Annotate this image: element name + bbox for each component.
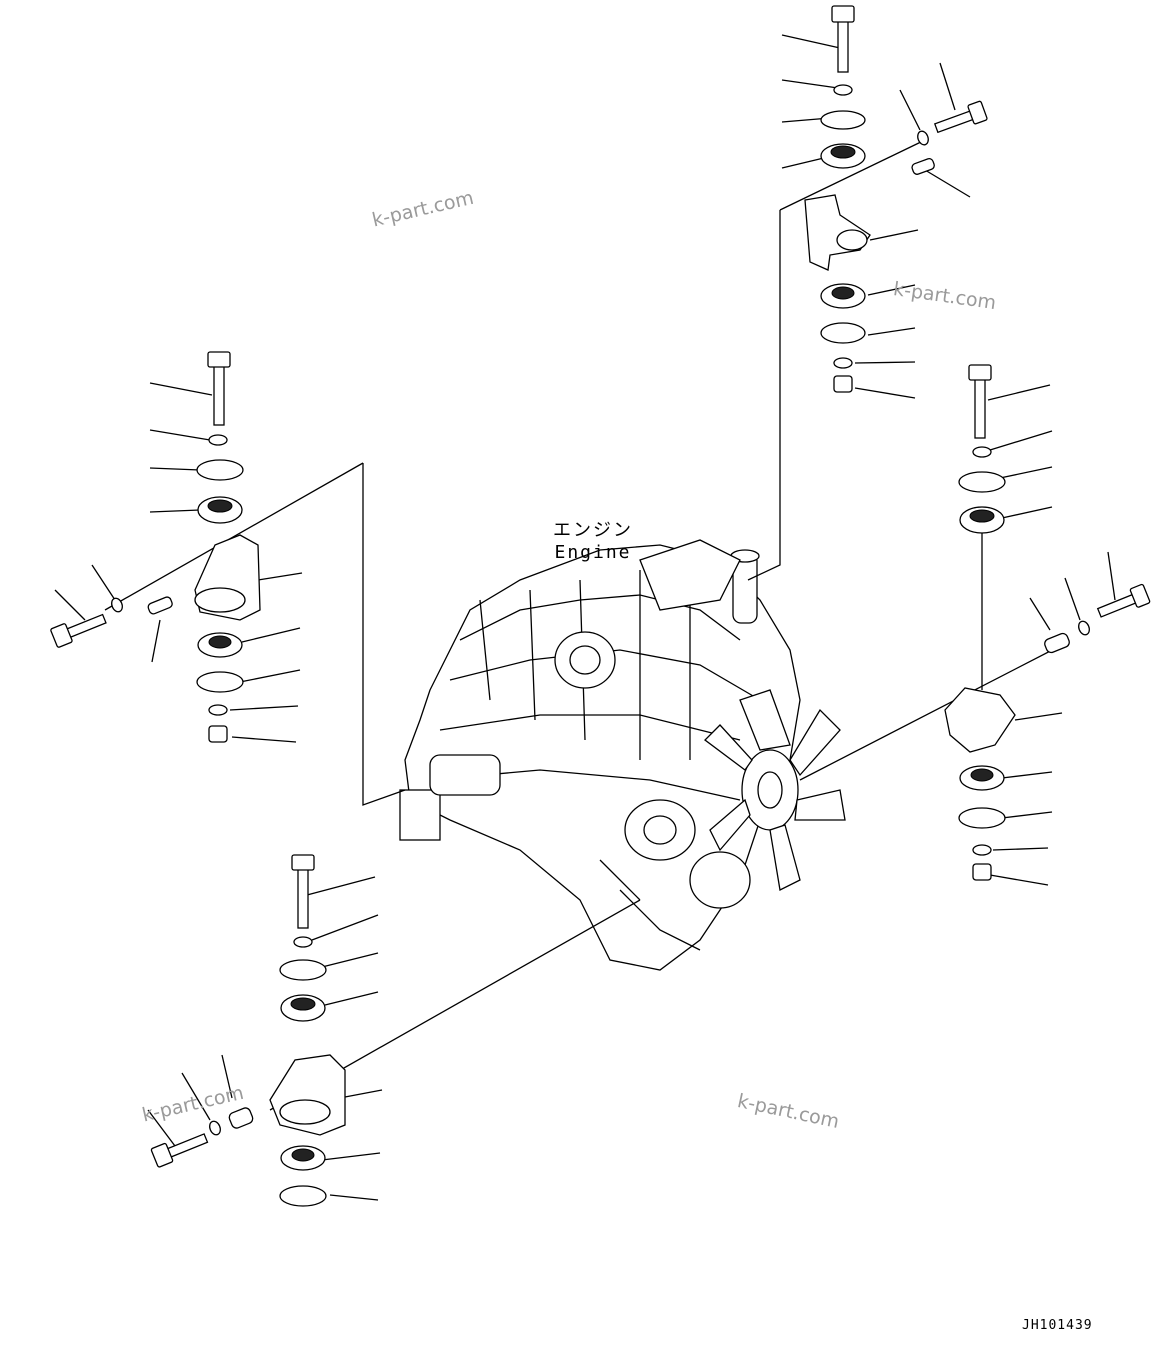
mount-stack-bottom xyxy=(150,854,346,1207)
washer-small xyxy=(833,357,853,369)
side-bolt xyxy=(933,100,988,134)
callout-lines xyxy=(54,34,1116,1201)
washer-small xyxy=(293,936,313,948)
side-bolt xyxy=(150,1133,209,1168)
fan xyxy=(704,689,846,891)
drawing-code: JH101439 xyxy=(1022,1318,1093,1333)
washer-small xyxy=(209,1120,221,1136)
nut xyxy=(972,863,992,881)
washer-small xyxy=(972,446,992,458)
collar xyxy=(911,158,935,175)
collar xyxy=(1044,632,1070,654)
washer-small xyxy=(833,84,853,96)
bolt xyxy=(213,364,225,426)
plate-washer xyxy=(958,471,1006,493)
mount-stack-left xyxy=(50,351,261,743)
engine-label: エンジン Engine xyxy=(548,520,638,564)
mount-stack-top-right xyxy=(804,5,988,393)
washer-small xyxy=(1078,620,1090,636)
engine-label-jp: エンジン xyxy=(553,520,633,541)
bolt xyxy=(837,19,849,73)
plate-washer xyxy=(196,459,244,481)
bracket xyxy=(944,687,1016,753)
collar xyxy=(147,596,173,615)
nut xyxy=(208,725,228,743)
plate-washer xyxy=(196,671,244,693)
plate-washer xyxy=(279,1185,327,1207)
plate-washer xyxy=(279,959,327,981)
side-bolt xyxy=(50,613,107,648)
nut xyxy=(833,375,853,393)
bracket xyxy=(804,194,871,271)
washer-small xyxy=(917,130,929,146)
engine-label-en: Engine xyxy=(554,542,632,563)
plate-washer xyxy=(820,322,866,344)
bolt xyxy=(297,867,309,929)
bolt xyxy=(974,377,986,439)
washer-small xyxy=(972,844,992,856)
mount-stack-right xyxy=(944,364,1151,881)
collar xyxy=(228,1107,254,1129)
washer-small xyxy=(208,434,228,446)
engine-assembly xyxy=(399,539,846,971)
washer-small xyxy=(111,597,123,613)
plate-washer xyxy=(958,807,1006,829)
washer-small xyxy=(208,704,228,716)
side-bolt xyxy=(1096,583,1151,618)
plate-washer xyxy=(820,110,866,130)
